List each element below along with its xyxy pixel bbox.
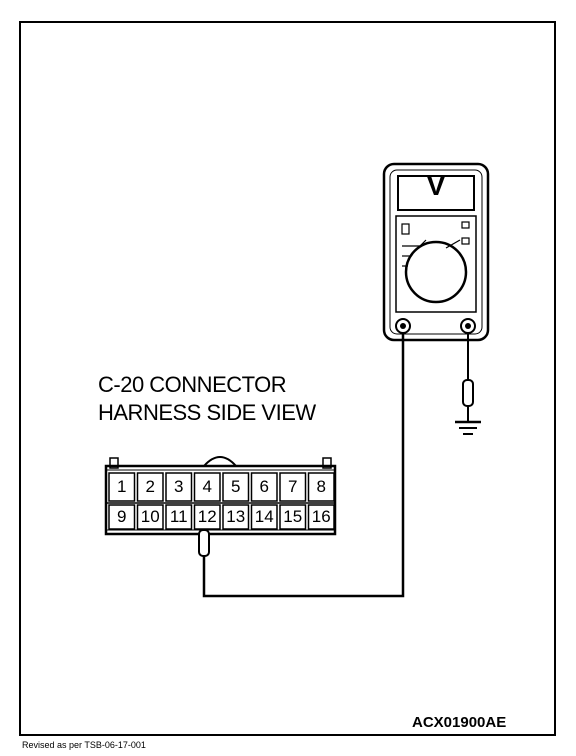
- pin-label-15: 15: [283, 507, 303, 526]
- voltmeter-icon: [382, 162, 490, 342]
- pin-cell-6: [250, 472, 278, 502]
- pin-cell-3: [165, 472, 193, 502]
- pin-cell-11: [165, 504, 193, 530]
- pin-cell-12: [193, 504, 221, 530]
- connector-title-line2: HARNESS SIDE VIEW: [98, 400, 316, 425]
- pin-cell-14: [250, 504, 278, 530]
- revision-note: Revised as per TSB-06-17-001: [22, 740, 146, 750]
- pin-label-6: 6: [259, 477, 269, 496]
- pin-label-5: 5: [231, 477, 241, 496]
- pin-cell-15: [279, 504, 307, 530]
- pin-label-12: 12: [197, 507, 217, 526]
- pin-label-13: 13: [226, 507, 246, 526]
- pin-cell-7: [279, 472, 307, 502]
- probe-wire: [202, 333, 405, 598]
- meter-dial: [404, 240, 468, 304]
- pin-label-14: 14: [254, 507, 274, 526]
- pin-label-10: 10: [140, 507, 160, 526]
- meter-display-symbol: V: [426, 170, 446, 201]
- pin-cell-10: [136, 504, 164, 530]
- pin-label-1: 1: [117, 477, 127, 496]
- pin-label-7: 7: [288, 477, 298, 496]
- meter-terminal-negative: [460, 318, 476, 334]
- pin-cell-4: [193, 472, 221, 502]
- meter-dial-panel: [395, 215, 477, 313]
- pin-cell-5: [222, 472, 250, 502]
- meter-display: [397, 175, 475, 211]
- pin-cell-1: [108, 472, 136, 502]
- connector-title-line1: C-20 CONNECTOR: [98, 372, 287, 397]
- pin-label-11: 11: [169, 507, 188, 526]
- figure-border: [19, 21, 556, 736]
- pin-cell-13: [222, 504, 250, 530]
- connector-body: [104, 456, 337, 536]
- ground-icon: [455, 420, 481, 435]
- pin-cell-8: [307, 472, 335, 502]
- pin-cell-2: [136, 472, 164, 502]
- pin-cell-9: [108, 504, 136, 530]
- ground-lead: [462, 333, 474, 422]
- probe-tip: [198, 529, 210, 557]
- figure-code: ACX01900AE: [412, 714, 507, 731]
- pin-label-4: 4: [202, 477, 212, 496]
- pin-label-3: 3: [174, 477, 184, 496]
- pin-label-16: 16: [311, 507, 331, 526]
- pin-label-8: 8: [316, 477, 326, 496]
- meter-terminal-positive: [395, 318, 411, 334]
- pin-label-9: 9: [117, 507, 127, 526]
- pin-label-2: 2: [145, 477, 155, 496]
- pin-cell-16: [307, 504, 335, 530]
